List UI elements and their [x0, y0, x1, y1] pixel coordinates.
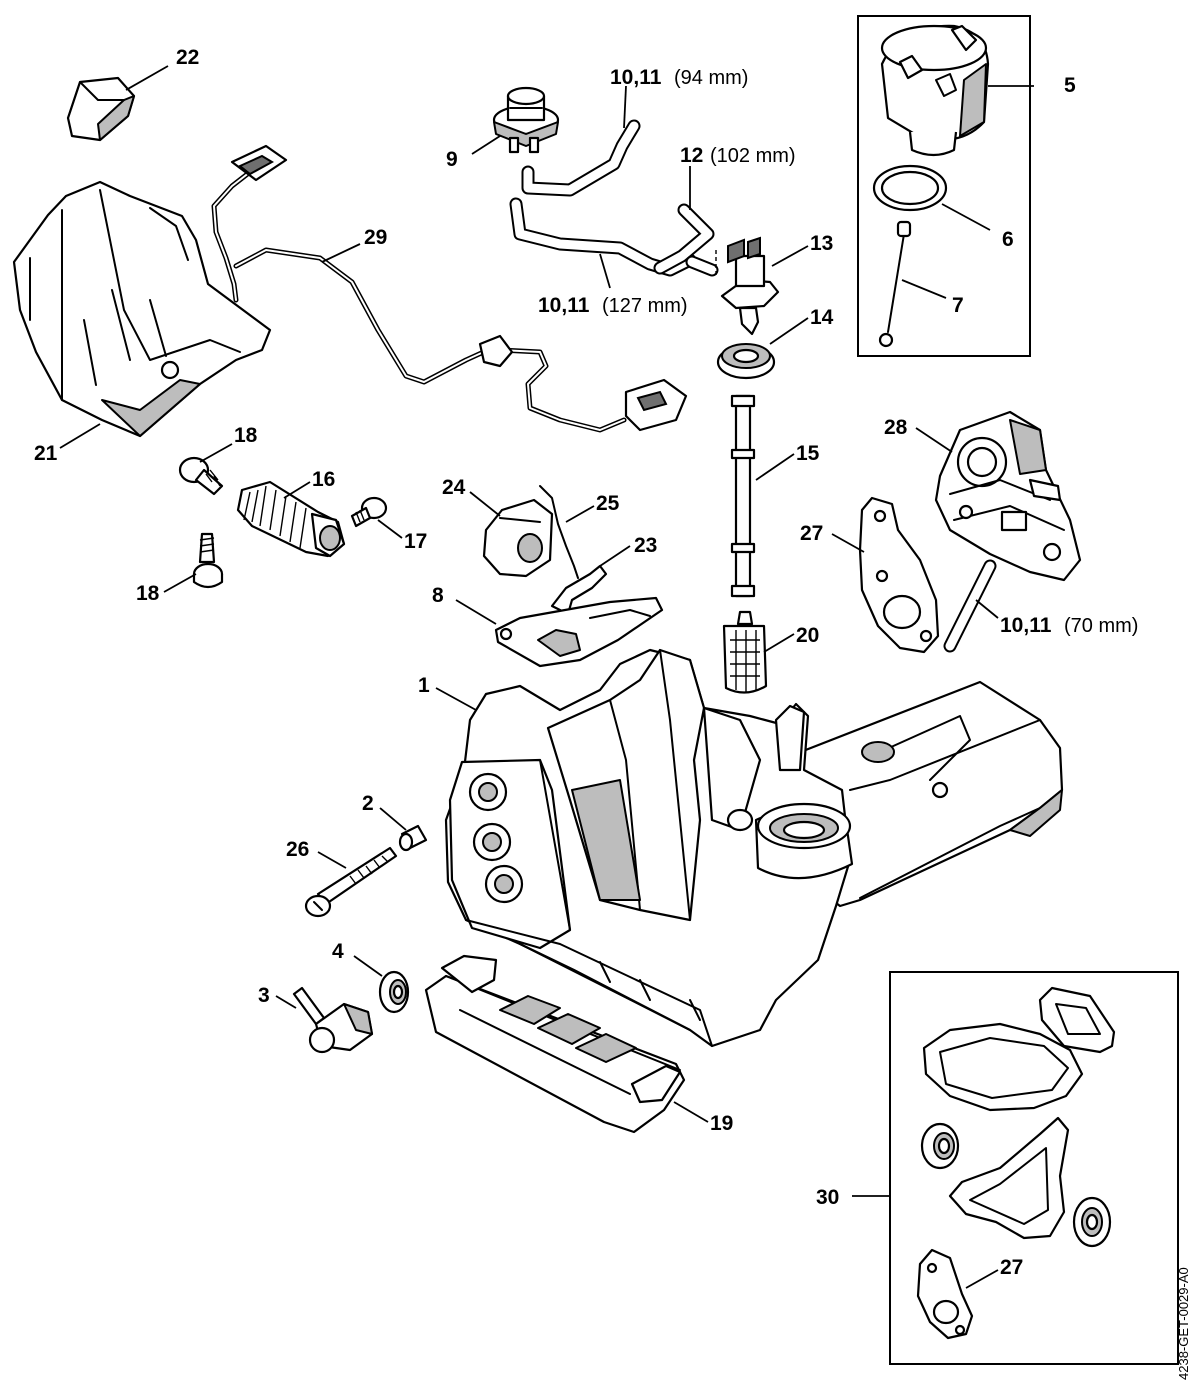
dim-127mm: (127 mm)	[602, 295, 688, 317]
label-28: 28	[884, 416, 908, 439]
label-9: 9	[446, 148, 458, 171]
fuel-hoses	[509, 119, 719, 277]
part-30-gasket-set	[916, 986, 1116, 1340]
part-9-primer-bulb	[492, 86, 560, 154]
part-27-gasket-upper	[858, 496, 940, 654]
label-3: 3	[258, 984, 270, 1007]
label-18-upper: 18	[234, 424, 258, 447]
part-22-cap	[66, 76, 136, 142]
label-1: 1	[418, 674, 430, 697]
leader-lines	[59, 65, 1034, 1289]
part-2-sleeve	[398, 824, 428, 852]
label-15: 15	[796, 442, 820, 465]
part-21-shroud	[12, 180, 272, 438]
label-10-11-127: 10,11	[538, 294, 590, 317]
label-20: 20	[796, 624, 819, 647]
label-18-lower: 18	[136, 582, 160, 605]
part-6-o-ring	[872, 164, 948, 212]
part-25-spring	[539, 485, 579, 579]
hose-70mm	[943, 559, 997, 653]
label-26: 26	[286, 838, 309, 861]
part-13-valve	[720, 236, 780, 336]
label-13: 13	[810, 232, 833, 255]
label-5: 5	[1064, 74, 1076, 97]
part-28-carburetor	[934, 410, 1082, 582]
label-23: 23	[634, 534, 657, 557]
part-19-bottom-cover	[424, 954, 686, 1134]
label-6: 6	[1002, 228, 1014, 251]
part-4-washer	[378, 970, 410, 1014]
part-15-suction-hose	[730, 394, 756, 598]
label-4: 4	[332, 940, 344, 963]
parts-box-5-7	[857, 15, 1031, 357]
part-24-cover	[482, 498, 554, 578]
label-21: 21	[34, 442, 58, 465]
part-5-tank-cap	[880, 24, 990, 157]
part-16-oil-pump	[236, 480, 346, 558]
part-20-fuel-filter	[722, 610, 768, 694]
part-3-lever	[292, 986, 374, 1054]
parts-box-30	[889, 971, 1179, 1365]
label-10-11-70: 10,11	[1000, 614, 1052, 637]
label-2: 2	[362, 792, 374, 815]
label-17: 17	[404, 530, 427, 553]
label-8: 8	[432, 584, 444, 607]
part-14-grommet	[716, 343, 776, 380]
label-10-11-94: 10,11	[610, 66, 662, 89]
label-16: 16	[312, 468, 335, 491]
label-25: 25	[596, 492, 620, 515]
reference-code: 4238-GET-0029-A0	[1176, 1267, 1191, 1380]
part-26-bolt	[304, 846, 398, 918]
part-29-wire	[211, 144, 688, 433]
label-29: 29	[364, 226, 387, 249]
part-17-screw	[350, 496, 388, 528]
part-1-housing	[444, 648, 1064, 1048]
label-12: 12	[680, 144, 703, 167]
part-8-bracket	[494, 596, 664, 668]
label-30: 30	[816, 1186, 839, 1209]
part-7-cord	[878, 220, 912, 348]
dim-94mm: (94 mm)	[674, 67, 748, 89]
label-27-upper: 27	[800, 522, 823, 545]
part-18-screw-upper	[178, 456, 224, 496]
label-7: 7	[952, 294, 964, 317]
label-27-lower: 27	[1000, 1256, 1023, 1279]
label-22: 22	[176, 46, 199, 69]
dim-70mm: (70 mm)	[1064, 615, 1138, 637]
part-labels: 22 21 29 9 12 (102 mm) 13 14 15 5 6 7 28…	[34, 46, 1138, 1279]
dim-102mm: (102 mm)	[710, 145, 796, 167]
part-18-screw-lower	[192, 532, 224, 589]
label-24: 24	[442, 476, 466, 499]
label-14: 14	[810, 306, 834, 329]
label-19: 19	[710, 1112, 733, 1135]
